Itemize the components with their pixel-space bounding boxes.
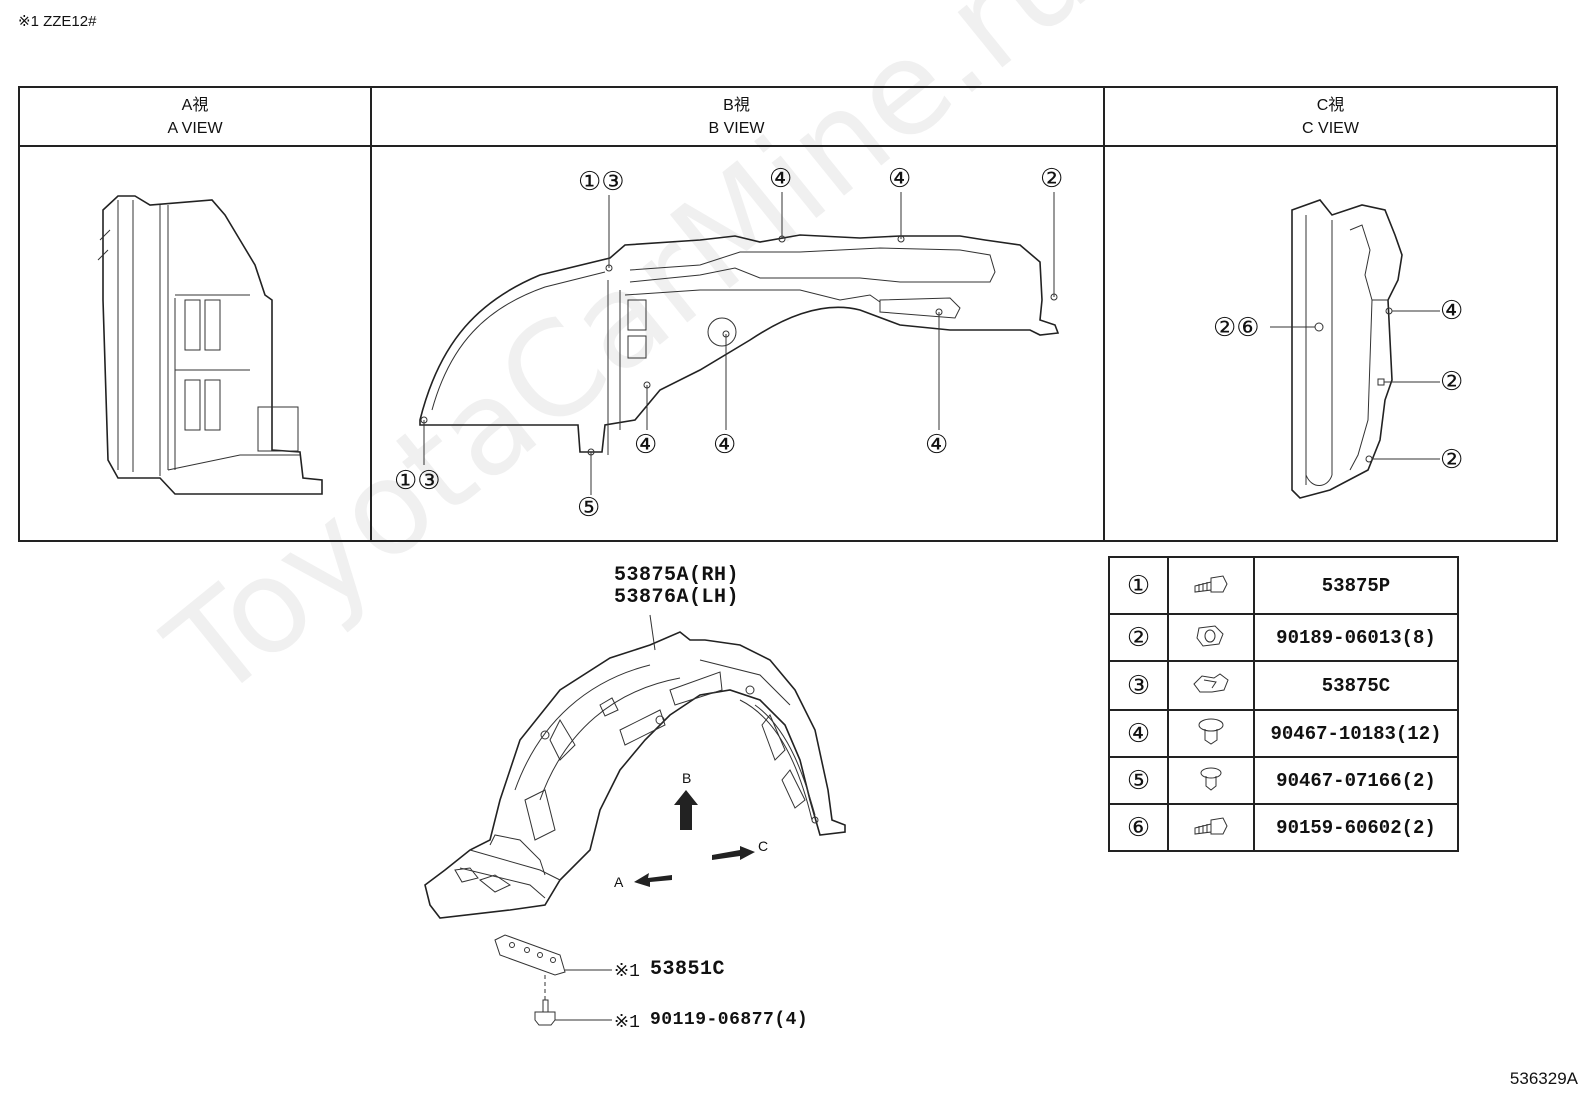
part-label-lh: 53876A(LH) xyxy=(614,586,740,609)
screw-icon xyxy=(1167,556,1255,615)
legend-part-number: 90159-60602(2) xyxy=(1253,803,1459,852)
legend-part-number: 90467-10183(12) xyxy=(1253,709,1459,758)
fastener-legend-table: ① 53875P ② 90189-06013(8) ③ 53875C ④ 904… xyxy=(1108,556,1459,852)
callout-4: ④ xyxy=(634,430,658,460)
legend-row: ① 53875P xyxy=(1108,556,1459,615)
nut-clip-icon xyxy=(1167,613,1255,662)
callout-4: ④ xyxy=(713,430,737,460)
legend-num: ③ xyxy=(1108,660,1169,711)
callout-5: ⑤ xyxy=(577,493,601,523)
callout-2-6: ②⑥ xyxy=(1213,313,1260,343)
legend-num: ⑥ xyxy=(1108,803,1169,852)
legend-num: ② xyxy=(1108,613,1169,662)
diagram-id: 536329A xyxy=(1509,1069,1578,1088)
callout-2: ② xyxy=(1440,445,1464,475)
callout-2: ② xyxy=(1440,367,1464,397)
arrow-label-c: C xyxy=(758,838,769,854)
divider xyxy=(1103,88,1105,540)
part-label-bracket: 53851C xyxy=(650,958,726,981)
push-clip-small-icon xyxy=(1167,756,1255,805)
arrow-label-a: A xyxy=(614,874,624,890)
bolt-mark: ※1 xyxy=(614,1013,640,1033)
callout-4: ④ xyxy=(1440,296,1464,326)
legend-part-number: 90467-07166(2) xyxy=(1253,756,1459,805)
legend-row: ⑤ 90467-07166(2) xyxy=(1108,756,1459,805)
legend-row: ⑥ 90159-60602(2) xyxy=(1108,803,1459,852)
callout-4: ④ xyxy=(769,164,793,194)
bracket-mark: ※1 xyxy=(614,962,640,982)
legend-num: ④ xyxy=(1108,709,1169,758)
screw-icon xyxy=(1167,803,1255,852)
callout-4: ④ xyxy=(925,430,949,460)
push-clip-icon xyxy=(1167,709,1255,758)
part-label-rh: 53875A(RH) xyxy=(614,564,740,587)
legend-num: ① xyxy=(1108,556,1169,615)
legend-row: ④ 90467-10183(12) xyxy=(1108,709,1459,758)
model-note: ※1 ZZE12# xyxy=(18,13,97,30)
callout-1-3: ①③ xyxy=(578,167,625,197)
retainer-clip-icon xyxy=(1167,660,1255,711)
legend-row: ② 90189-06013(8) xyxy=(1108,613,1459,662)
callout-4: ④ xyxy=(888,164,912,194)
divider xyxy=(20,145,1556,147)
callout-1-3: ①③ xyxy=(394,466,441,496)
legend-part-number: 53875P xyxy=(1253,556,1459,615)
arrow-label-b: B xyxy=(682,770,692,786)
legend-part-number: 53875C xyxy=(1253,660,1459,711)
legend-part-number: 90189-06013(8) xyxy=(1253,613,1459,662)
legend-num: ⑤ xyxy=(1108,756,1169,805)
divider xyxy=(370,88,372,540)
part-label-bolt: 90119-06877(4) xyxy=(650,1010,809,1030)
callout-2: ② xyxy=(1040,164,1064,194)
legend-row: ③ 53875C xyxy=(1108,660,1459,711)
